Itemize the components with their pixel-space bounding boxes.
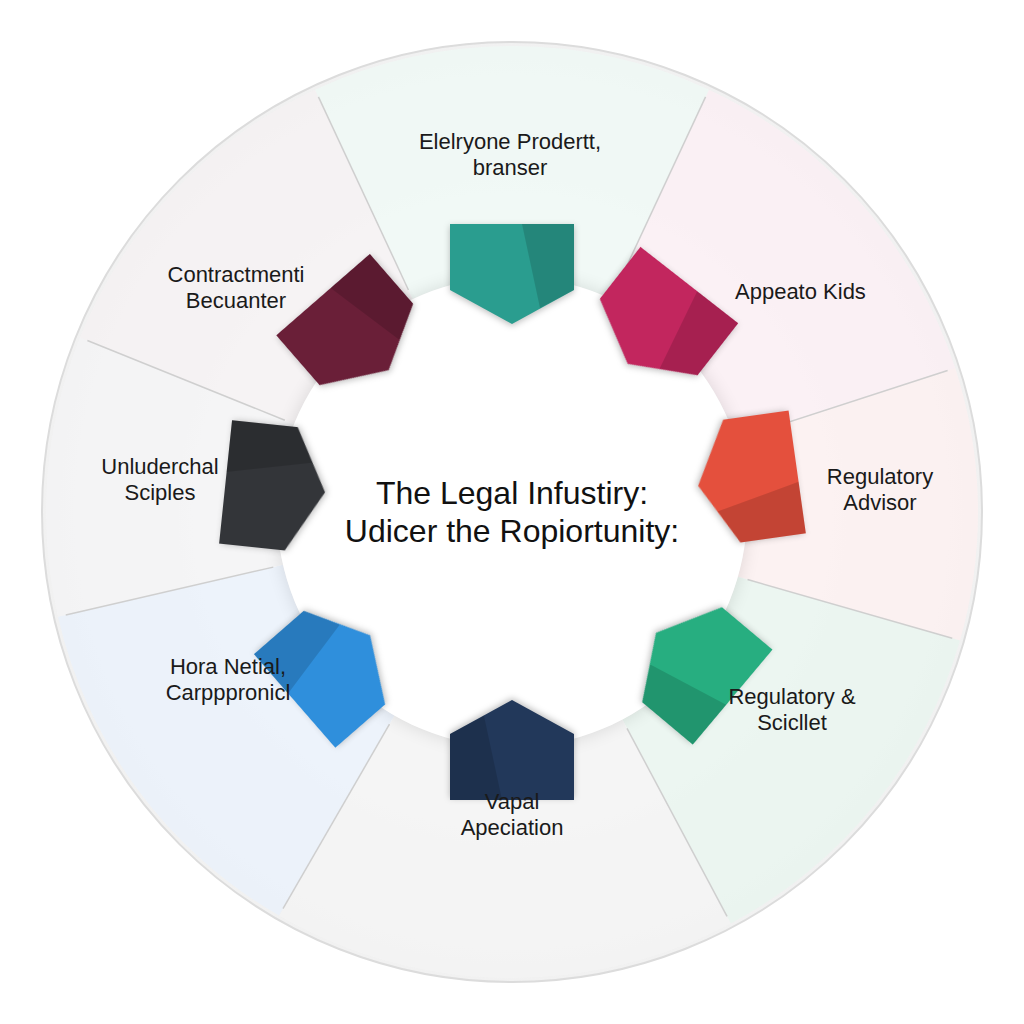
title-text: The Legal Infustiry: Udicer the Ropiortu… — [332, 474, 692, 551]
label-text: Elelryone Prodertt, branser — [390, 129, 630, 182]
label-text: Vapal Apeciation — [447, 789, 577, 842]
segment-label: Contractmenti Becuanter — [151, 262, 321, 315]
spoke-line — [318, 97, 408, 290]
spoke-line — [745, 370, 948, 436]
segment-marker — [450, 224, 574, 324]
marker-fold — [450, 716, 502, 800]
marker-fold — [645, 291, 738, 389]
label-text: Unluderchal Sciples — [85, 454, 235, 507]
center-title: The Legal Infustiry: Udicer the Ropiortu… — [277, 277, 747, 747]
marker-fold — [715, 482, 805, 545]
marker-shape — [690, 411, 806, 548]
marker-fold — [331, 254, 425, 352]
marker-shape — [579, 247, 738, 402]
segment-marker — [450, 700, 574, 800]
segment-label: Appeato Kids — [735, 279, 866, 305]
spoke-line — [283, 724, 390, 908]
marker-fold — [522, 224, 574, 308]
marker-shape — [450, 224, 574, 324]
segment-label: Unluderchal Sciples — [85, 454, 235, 507]
marker-fold — [227, 420, 316, 480]
segment-marker — [616, 585, 772, 744]
label-text: Regulatory Advisor — [810, 464, 950, 517]
segment-label: Hora Netial, Carpppronicl — [143, 654, 313, 707]
spoke-line — [66, 567, 274, 615]
segment-label: Vapal Apeciation — [447, 789, 577, 842]
marker-fold — [628, 651, 726, 745]
marker-fold — [254, 599, 352, 693]
segment-marker — [219, 420, 331, 554]
segment-label: Regulatory Advisor — [810, 464, 950, 517]
marker-shape — [450, 700, 574, 800]
label-text: Contractmenti Becuanter — [151, 262, 321, 315]
segment-label: Regulatory & Scicllet — [717, 684, 867, 737]
marker-shape — [219, 420, 331, 554]
segment-marker — [579, 247, 738, 402]
label-text: Hora Netial, Carpppronicl — [143, 654, 313, 707]
label-text: Regulatory & Scicllet — [717, 684, 867, 737]
spoke-line — [87, 340, 284, 420]
spoke-line — [748, 580, 953, 639]
spoke-line — [616, 97, 706, 290]
ring-segment — [315, 46, 709, 299]
outer-ring — [42, 42, 982, 982]
marker-shape — [616, 585, 772, 744]
segment-label: Elelryone Prodertt, branser — [390, 129, 630, 182]
spoke-line — [627, 728, 727, 916]
label-text: Appeato Kids — [735, 279, 866, 305]
segment-marker — [690, 411, 806, 548]
